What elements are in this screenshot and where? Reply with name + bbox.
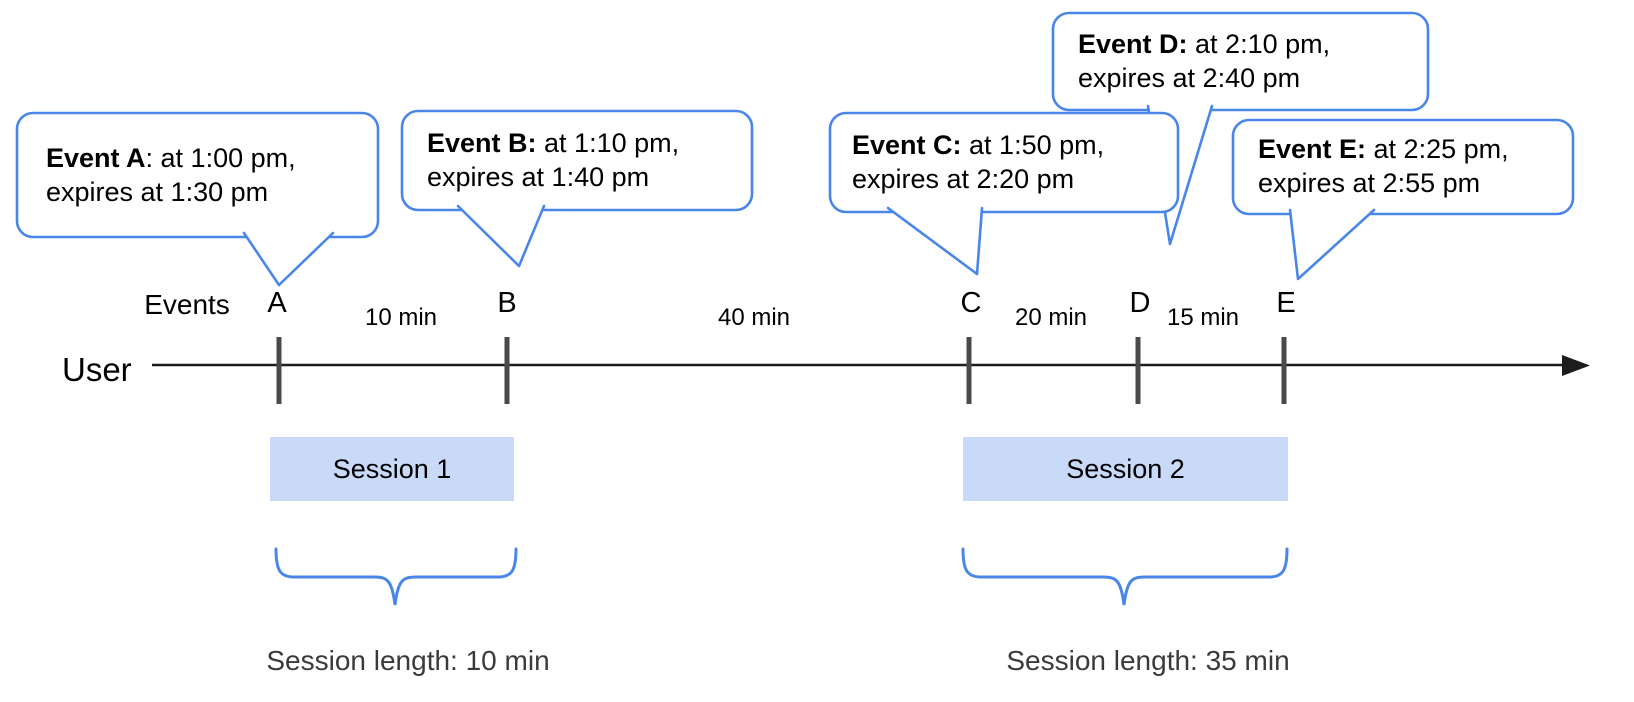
event-d-expiry: expires at 2:40 pm	[1078, 63, 1301, 93]
event-letter-a: A	[267, 287, 287, 319]
gap-d-e: 15 min	[1166, 304, 1240, 331]
session-2-label: Session 2	[1066, 453, 1185, 484]
event-d-title: Event D:	[1078, 29, 1188, 59]
event-e-expiry: expires at 2:55 pm	[1258, 168, 1481, 198]
callout-e-bubble	[1231, 118, 1575, 281]
event-c-time: at 1:50 pm,	[961, 130, 1105, 160]
tick-d	[1135, 337, 1141, 404]
session-1-bar: Session 1	[270, 437, 514, 501]
event-letter-e: E	[1276, 287, 1296, 319]
events-axis-label: Events	[144, 289, 230, 320]
event-b-title: Event B:	[427, 128, 537, 158]
tick-c	[966, 337, 972, 404]
tick-e	[1281, 337, 1287, 404]
session-2-brace	[961, 547, 1289, 606]
session-1-label: Session 1	[332, 453, 452, 484]
event-letter-b: B	[497, 287, 517, 319]
session-2-bar: Session 2	[963, 437, 1288, 501]
gap-a-b: 10 min	[364, 304, 438, 331]
callout-event-e-text: Event E: at 2:25 pm, expires at 2:55 pm	[1258, 132, 1509, 200]
gap-b-c: 40 min	[717, 304, 791, 331]
event-c-title: Event C:	[852, 130, 962, 160]
event-b-time: at 1:10 pm,	[536, 128, 680, 158]
event-a-title: Event A	[46, 143, 146, 173]
session-2-length-label: Session length: 35 min	[1006, 645, 1290, 676]
callout-event-c-text: Event C: at 1:50 pm, expires at 2:20 pm	[852, 128, 1104, 196]
user-axis-label: User	[62, 351, 132, 388]
event-b-expiry: expires at 1:40 pm	[427, 162, 650, 192]
event-e-time: at 2:25 pm,	[1366, 134, 1509, 164]
event-c-expiry: expires at 2:20 pm	[852, 164, 1075, 194]
callout-c-bubble	[828, 111, 1180, 276]
tick-a	[276, 337, 282, 404]
timeline-arrow	[152, 355, 1590, 376]
tick-b	[504, 337, 510, 404]
callout-event-b-text: Event B: at 1:10 pm, expires at 1:40 pm	[427, 126, 679, 194]
event-a-time: : at 1:00 pm,	[145, 143, 296, 173]
session-1-brace	[274, 547, 518, 606]
gap-c-d: 20 min	[1014, 304, 1088, 331]
session-1-length-label: Session length: 10 min	[266, 645, 550, 676]
callout-a-bubble	[15, 111, 380, 287]
callout-b-bubble	[400, 109, 754, 268]
event-letter-c: C	[960, 287, 982, 319]
callout-event-d-text: Event D: at 2:10 pm, expires at 2:40 pm	[1078, 27, 1330, 95]
event-letter-d: D	[1129, 287, 1151, 319]
event-d-time: at 2:10 pm,	[1187, 29, 1331, 59]
event-e-title: Event E:	[1258, 134, 1367, 164]
callout-event-a-text: Event A: at 1:00 pm, expires at 1:30 pm	[46, 141, 296, 209]
event-a-expiry: expires at 1:30 pm	[46, 177, 269, 207]
